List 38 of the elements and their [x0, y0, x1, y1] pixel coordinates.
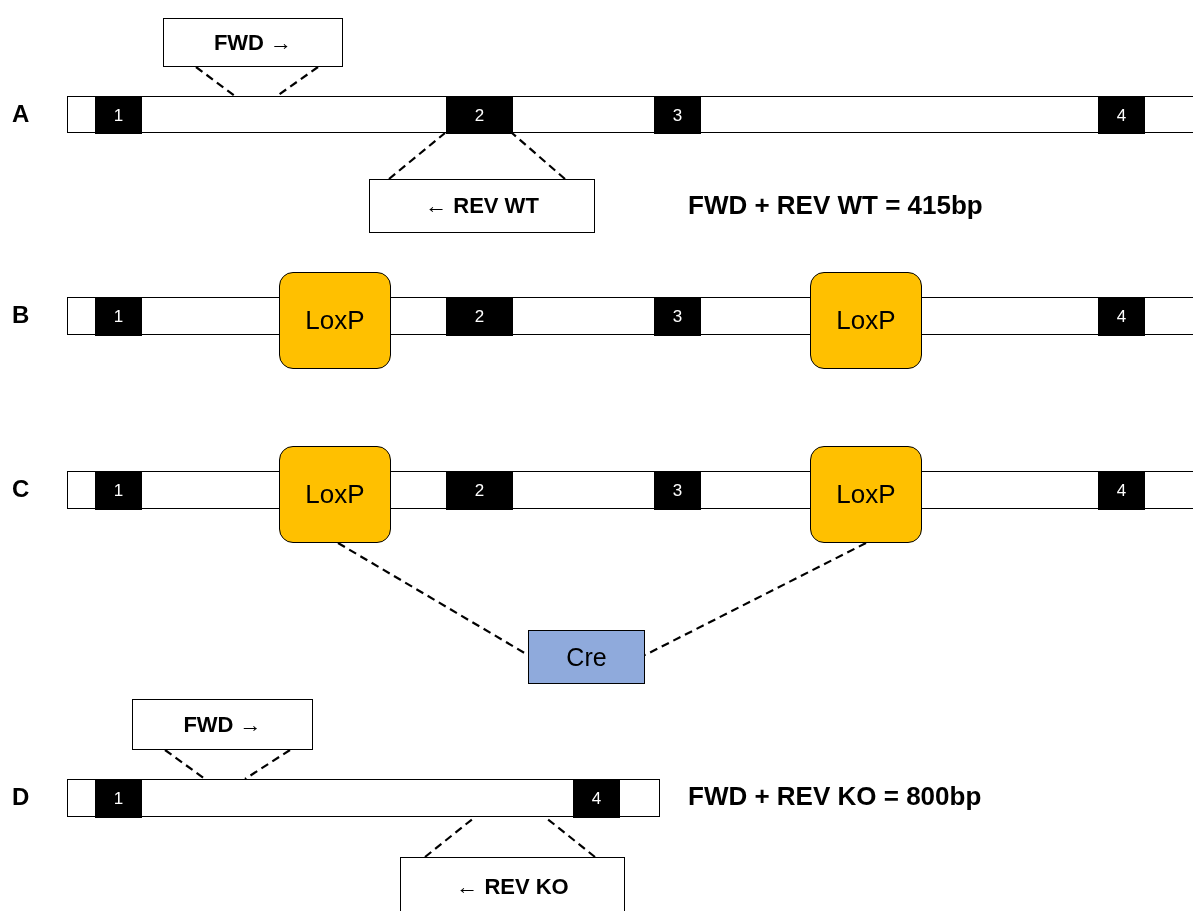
leader-line: [195, 66, 236, 97]
gene-bar: [67, 96, 1193, 133]
exon-block: 3: [654, 472, 701, 510]
loxp-site: LoxP: [279, 272, 391, 369]
leader-line: [244, 749, 291, 780]
exon-block: 3: [654, 97, 701, 134]
leader-line: [276, 66, 319, 97]
exon-block: 4: [1098, 298, 1145, 336]
primer-box: ← REV WT: [369, 179, 595, 233]
loxp-site: LoxP: [810, 446, 922, 543]
product-size-note: FWD + REV WT = 415bp: [688, 190, 983, 221]
leader-line: [511, 132, 566, 180]
product-size-note: FWD + REV KO = 800bp: [688, 781, 982, 812]
loxp-site: LoxP: [279, 446, 391, 543]
exon-block: 1: [95, 472, 142, 510]
exon-block: 4: [1098, 97, 1145, 134]
exon-block: 2: [446, 472, 513, 510]
exon-block: 1: [95, 780, 142, 818]
row-letter: C: [12, 475, 30, 503]
leader-line: [644, 542, 867, 656]
gene-bar: [67, 779, 660, 817]
exon-block: 4: [1098, 472, 1145, 510]
leader-line: [164, 749, 206, 780]
row-letter: D: [12, 783, 30, 811]
primer-box: FWD →: [132, 699, 313, 750]
primer-box: ← REV KO: [400, 857, 625, 911]
leader-line: [388, 132, 446, 180]
exon-block: 1: [95, 97, 142, 134]
exon-block: 1: [95, 298, 142, 336]
primer-box: FWD →: [163, 18, 343, 67]
exon-block: 4: [573, 780, 620, 818]
row-letter: A: [12, 99, 30, 128]
loxp-site: LoxP: [810, 272, 922, 369]
row-letter: B: [12, 301, 30, 329]
exon-block: 2: [446, 298, 513, 336]
exon-block: 2: [446, 97, 513, 134]
exon-block: 3: [654, 298, 701, 336]
cre-box: Cre: [528, 630, 645, 684]
